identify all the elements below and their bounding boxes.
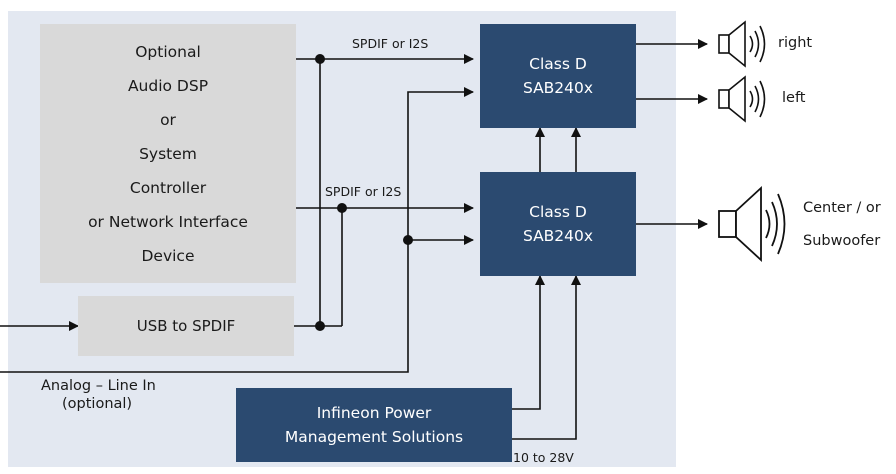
dsp-line: Audio DSP (127, 76, 209, 95)
junction-dot (315, 54, 325, 64)
amp-bottom-line2: SAB240x (522, 227, 594, 245)
dsp-line: Optional (135, 42, 201, 61)
class-d-amp-bottom: Class D SAB240x (480, 172, 636, 276)
wire-power-1 (512, 275, 545, 410)
junction-dot (315, 321, 325, 331)
audio-dsp-box: Optional Audio DSP or System Controller … (40, 24, 296, 283)
wire-power-2 (512, 275, 581, 440)
label-analog-line-in: Analog – Line In (41, 378, 156, 394)
usb-label: USB to SPDIF (136, 317, 236, 335)
dsp-line: Controller (129, 178, 207, 197)
class-d-amp-top: Class D SAB240x (480, 24, 636, 128)
amp-top-line1: Class D (529, 55, 587, 73)
label-voltage: 10 to 28V (513, 450, 574, 465)
dsp-line: System (139, 144, 197, 163)
label-spdif-mid: SPDIF or I2S (325, 184, 402, 199)
dsp-line: or (160, 110, 176, 129)
junction-dot (337, 203, 347, 213)
pmu-line2: Management Solutions (284, 428, 464, 446)
amp-top-line2: SAB240x (522, 79, 594, 97)
speaker-left-icon (718, 75, 766, 123)
speaker-label-center: Center / or (803, 200, 881, 216)
dsp-line: Device (141, 246, 195, 265)
speaker-right-icon (718, 20, 766, 68)
dsp-line: or Network Interface (88, 212, 248, 231)
power-management-box: Infineon Power Management Solutions (236, 388, 512, 462)
usb-to-spdif-box: USB to SPDIF (78, 296, 294, 356)
label-spdif-top: SPDIF or I2S (352, 36, 429, 51)
junction-dot (403, 235, 413, 245)
speaker-label-subwoofer: Subwoofer (803, 233, 881, 249)
speaker-label-right: right (778, 35, 813, 51)
speaker-center-icon (718, 185, 786, 263)
label-analog-optional: (optional) (62, 396, 133, 412)
speaker-label-left: left (782, 90, 806, 106)
amp-bottom-line1: Class D (529, 203, 587, 221)
pmu-line1: Infineon Power (316, 404, 432, 422)
wire-analog-in (0, 87, 474, 373)
